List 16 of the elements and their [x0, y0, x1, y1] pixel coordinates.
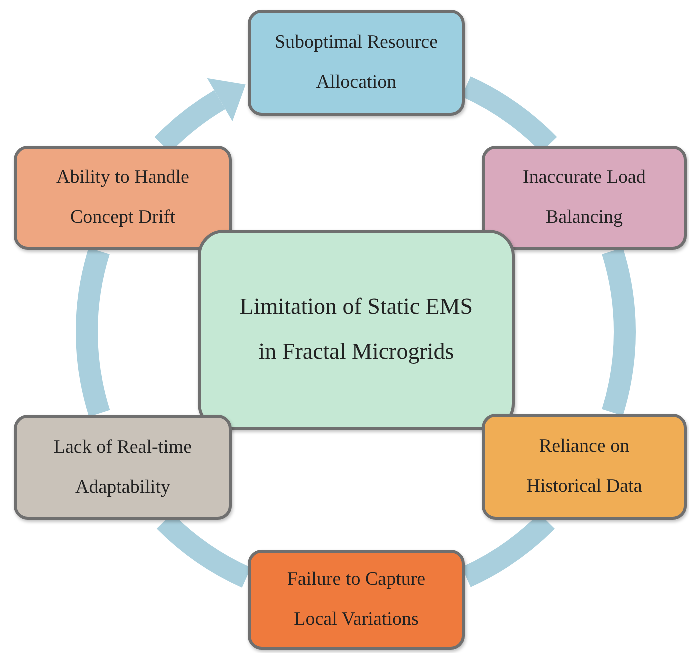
- limitation-box: [248, 550, 465, 650]
- box-label: Limitation of Static EMS in Fractal Microgrids: [238, 293, 474, 366]
- limitation-box: [482, 146, 687, 250]
- box-label: Lack of Real-time Adaptability: [52, 436, 194, 500]
- box-label: Ability to Handle Concept Drift: [56, 166, 190, 230]
- cycle-ring-segment: [76, 248, 110, 416]
- box-label: Inaccurate Load Balancing: [522, 166, 647, 230]
- limitation-box: [248, 10, 465, 116]
- central-box: [198, 230, 515, 430]
- box-label: Suboptimal Resource Allocation: [274, 31, 440, 95]
- cycle-ring-segment: [602, 248, 636, 416]
- limitation-box: [482, 414, 687, 520]
- box-label: Reliance on Historical Data: [526, 435, 644, 499]
- limitation-box: [14, 415, 232, 520]
- box-label: Failure to Capture Local Variations: [286, 568, 427, 632]
- limitation-box: [14, 146, 232, 250]
